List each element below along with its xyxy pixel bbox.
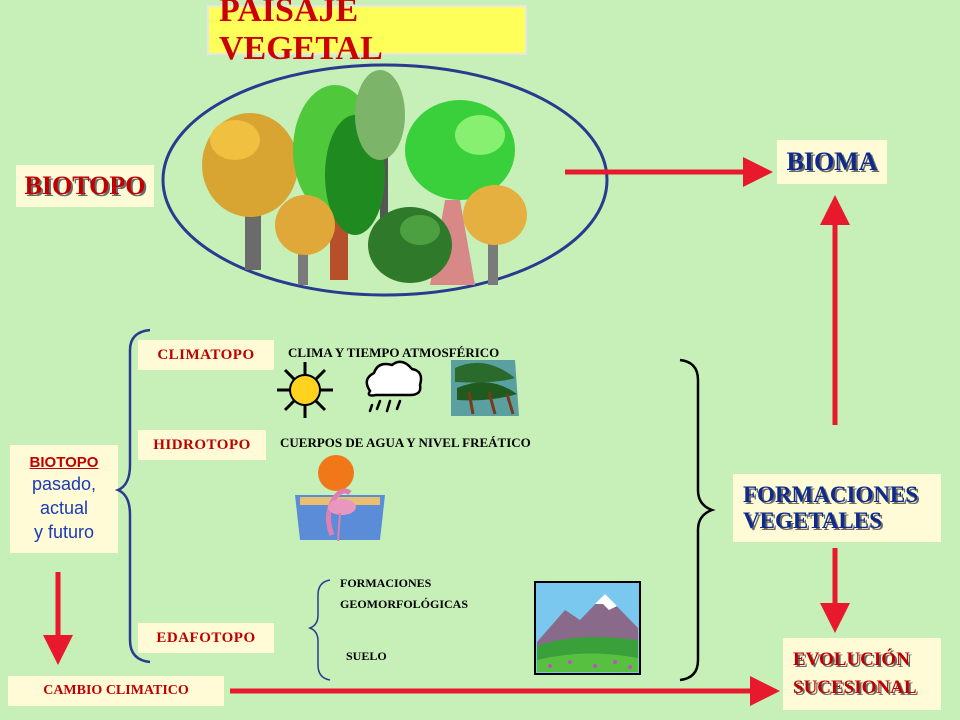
flamingo-lake-icon [295,455,385,542]
biotopo-time-box: BIOTOPO pasado, actual y futuro [10,445,118,553]
suelo-description: SUELO [346,649,387,663]
formaciones-vegetales-box: FORMACIONES VEGETALES [733,474,941,542]
evolucion-line1: EVOLUCIÓN [793,649,910,670]
climatopo-label: CLIMATOPO [138,340,274,370]
geo-description-2: GEOMORFOLÓGICAS [340,597,469,611]
agua-description: CUERPOS DE AGUA Y NIVEL FREÁTICO [280,435,531,450]
formaciones-line1: FORMACIONES [743,482,919,507]
pasado-text: pasado, [31,474,97,494]
evolucion-line2: SUCESIONAL [793,677,917,698]
bioma-label: BIOMA [777,140,887,184]
windy-trees-icon [451,360,519,416]
left-brace [114,328,151,664]
rain-cloud-icon [365,360,423,413]
forest-illustration [161,63,609,297]
evolucion-sucesional-box: EVOLUCIÓN SUCESIONAL [783,638,941,710]
geo-description-1: FORMACIONES [340,576,432,590]
cambio-climatico-label: CAMBIO CLIMATICO [8,676,224,706]
futuro-text: y futuro [33,522,95,542]
edafotopo-label: EDAFOTOPO [138,623,274,653]
formaciones-line2: VEGETALES [743,508,882,533]
biotopo-small-label: BIOTOPO [29,454,99,471]
right-brace [679,358,716,682]
small-brace [307,579,331,681]
mountain-landscape-icon [534,581,641,675]
sun-icon [277,362,333,418]
clima-description: CLIMA Y TIEMPO ATMOSFÉRICO [288,345,500,360]
biotopo-label: BIOTOPO [16,165,154,207]
actual-text: actual [39,498,89,518]
hidrotopo-label: HIDROTOPO [138,430,266,460]
